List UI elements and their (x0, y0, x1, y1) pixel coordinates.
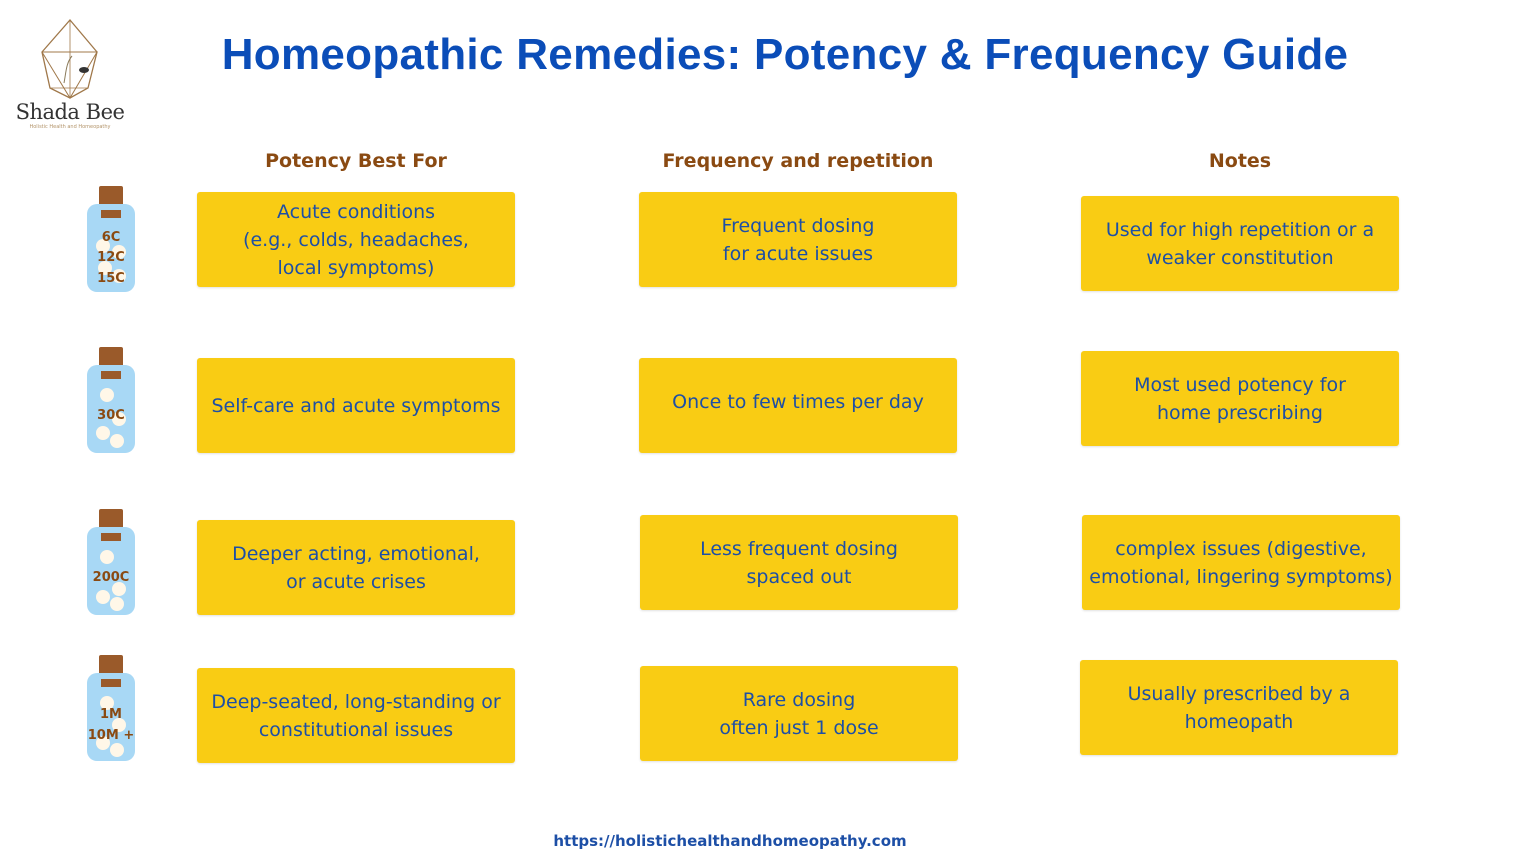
frequency-cell: Less frequent dosing spaced out (640, 515, 958, 610)
bottle-icon (87, 186, 135, 292)
notes-cell: Most used potency for home prescribing (1081, 351, 1399, 446)
potency-label: 30C (97, 408, 125, 423)
bottle-icon (87, 509, 135, 615)
logo-tagline: Holistic Health and Homeopathy (29, 124, 111, 130)
best-for-cell: Deeper acting, emotional, or acute crise… (197, 520, 515, 615)
column-header-notes: Notes (1208, 150, 1272, 172)
notes-cell: Usually prescribed by a homeopath (1080, 660, 1398, 755)
best-for-cell: Self-care and acute symptoms (197, 358, 515, 453)
notes-cell: Used for high repetition or a weaker con… (1081, 196, 1399, 291)
frequency-cell: Frequent dosing for acute issues (639, 192, 957, 287)
crystal-bee-logo-icon (41, 19, 98, 99)
page-title: Homeopathic Remedies: Potency & Frequenc… (221, 30, 1349, 79)
potency-label: 12C (97, 250, 125, 265)
potency-label: 1M (100, 707, 122, 722)
potency-label: 15C (97, 271, 125, 286)
bottle-icon (87, 347, 135, 453)
best-for-cell: Acute conditions (e.g., colds, headaches… (197, 192, 515, 287)
potency-label: 10M + (87, 728, 135, 743)
bottle-1m-10m: 1M 10M + (85, 655, 137, 763)
bottle-6c-12c-15c: 6C 12C 15C (85, 186, 137, 294)
column-header-frequency: Frequency and repetition (662, 150, 934, 172)
frequency-cell: Rare dosing often just 1 dose (640, 666, 958, 761)
website-link[interactable]: https://holistichealthandhomeopathy.com (553, 832, 907, 850)
notes-cell: complex issues (digestive, emotional, li… (1082, 515, 1400, 610)
logo-name: Shada Bee (15, 100, 125, 124)
logo: Shada Bee Holistic Health and Homeopathy (14, 18, 126, 133)
frequency-cell: Once to few times per day (639, 358, 957, 453)
bottle-30c: 30C (85, 347, 137, 455)
potency-label: 6C (101, 230, 121, 245)
bottle-200c: 200C (85, 509, 137, 617)
column-header-potency: Potency Best For (265, 150, 447, 172)
best-for-cell: Deep-seated, long-standing or constituti… (197, 668, 515, 763)
potency-label: 200C (92, 570, 130, 585)
bottle-icon (87, 655, 135, 761)
